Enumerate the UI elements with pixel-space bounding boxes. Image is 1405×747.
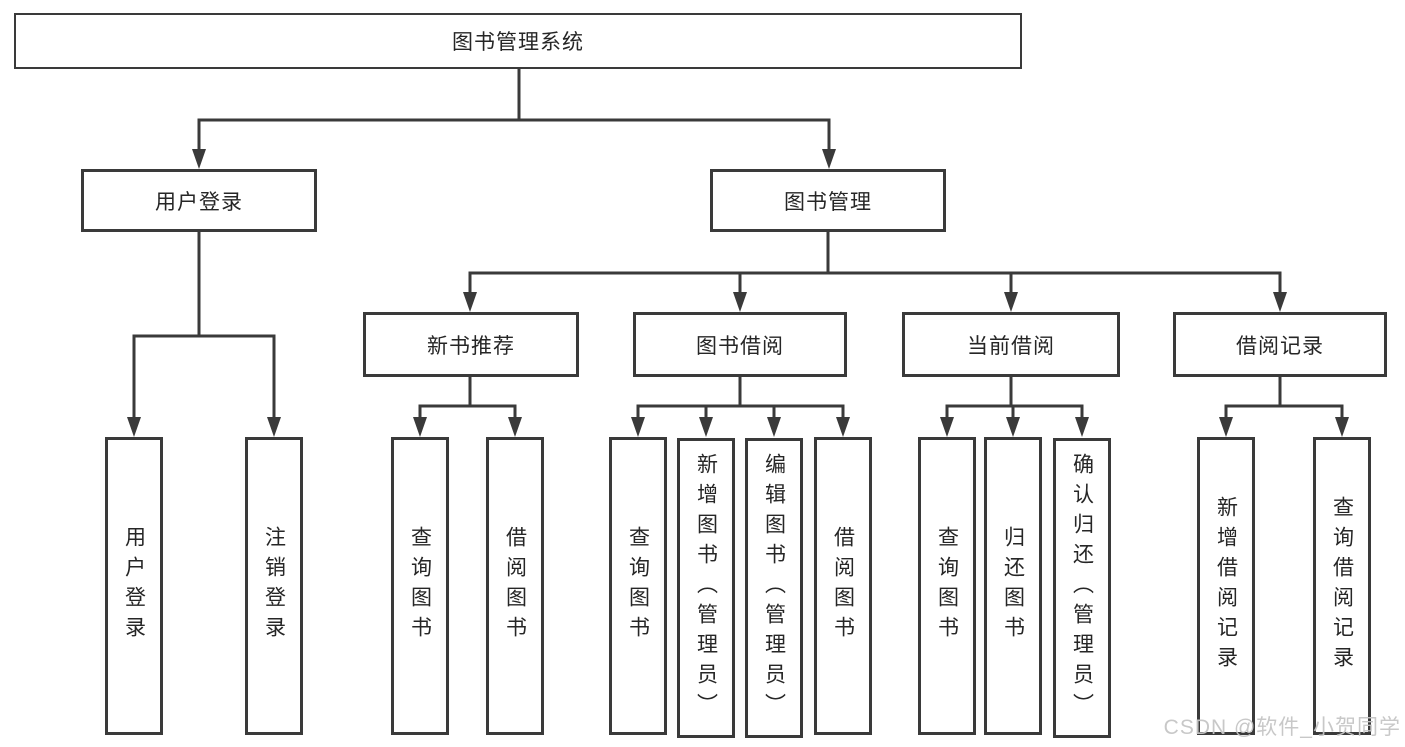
leaf-confirm-return-admin-label: 确认归还（管理员） (1070, 453, 1094, 723)
csdn-watermark: CSDN @软件_小贺同学 (1163, 716, 1401, 739)
node-user-login: 用户登录 (81, 169, 317, 232)
leaf-query-borrow-record: 查询借阅记录 (1313, 437, 1371, 735)
node-new-book-recommend-label: 新书推荐 (427, 334, 515, 358)
node-borrowing-records: 借阅记录 (1173, 312, 1387, 377)
leaf-borrow-books-borrowing: 借阅图书 (814, 437, 872, 735)
leaf-query-books-current-label: 查询图书 (935, 526, 959, 646)
node-book-borrowing-label: 图书借阅 (696, 334, 784, 358)
connector-arrowheads (127, 149, 1349, 437)
leaf-query-books-recommend-label: 查询图书 (408, 526, 432, 646)
leaf-query-books-borrowing-label: 查询图书 (626, 526, 650, 646)
node-book-management-label: 图书管理 (784, 190, 872, 214)
leaf-query-borrow-record-label: 查询借阅记录 (1330, 496, 1354, 676)
leaf-user-login-label: 用户登录 (122, 526, 146, 646)
node-new-book-recommend: 新书推荐 (363, 312, 579, 377)
node-book-borrowing: 图书借阅 (633, 312, 847, 377)
node-book-management: 图书管理 (710, 169, 946, 232)
leaf-add-borrow-record: 新增借阅记录 (1197, 437, 1255, 735)
leaf-add-book-admin-label: 新增图书（管理员） (694, 453, 718, 723)
node-user-login-label: 用户登录 (155, 190, 243, 214)
leaf-borrow-books-recommend: 借阅图书 (486, 437, 544, 735)
leaf-logout: 注销登录 (245, 437, 303, 735)
leaf-add-book-admin: 新增图书（管理员） (677, 438, 735, 738)
node-root-system-label: 图书管理系统 (452, 31, 584, 54)
node-current-borrowing-label: 当前借阅 (967, 334, 1055, 358)
node-current-borrowing: 当前借阅 (902, 312, 1120, 377)
leaf-confirm-return-admin: 确认归还（管理员） (1053, 438, 1111, 738)
leaf-return-book-label: 归还图书 (1001, 526, 1025, 646)
leaf-borrow-books-recommend-label: 借阅图书 (503, 526, 527, 646)
leaf-user-login: 用户登录 (105, 437, 163, 735)
node-borrowing-records-label: 借阅记录 (1236, 334, 1324, 358)
leaf-logout-label: 注销登录 (262, 526, 286, 646)
leaf-return-book: 归还图书 (984, 437, 1042, 735)
leaf-edit-book-admin: 编辑图书（管理员） (745, 438, 803, 738)
leaf-query-books-recommend: 查询图书 (391, 437, 449, 735)
leaf-edit-book-admin-label: 编辑图书（管理员） (762, 453, 786, 723)
leaf-add-borrow-record-label: 新增借阅记录 (1214, 496, 1238, 676)
leaf-query-books-borrowing: 查询图书 (609, 437, 667, 735)
leaf-query-books-current: 查询图书 (918, 437, 976, 735)
leaf-borrow-books-borrowing-label: 借阅图书 (831, 526, 855, 646)
node-root-system: 图书管理系统 (14, 13, 1022, 69)
